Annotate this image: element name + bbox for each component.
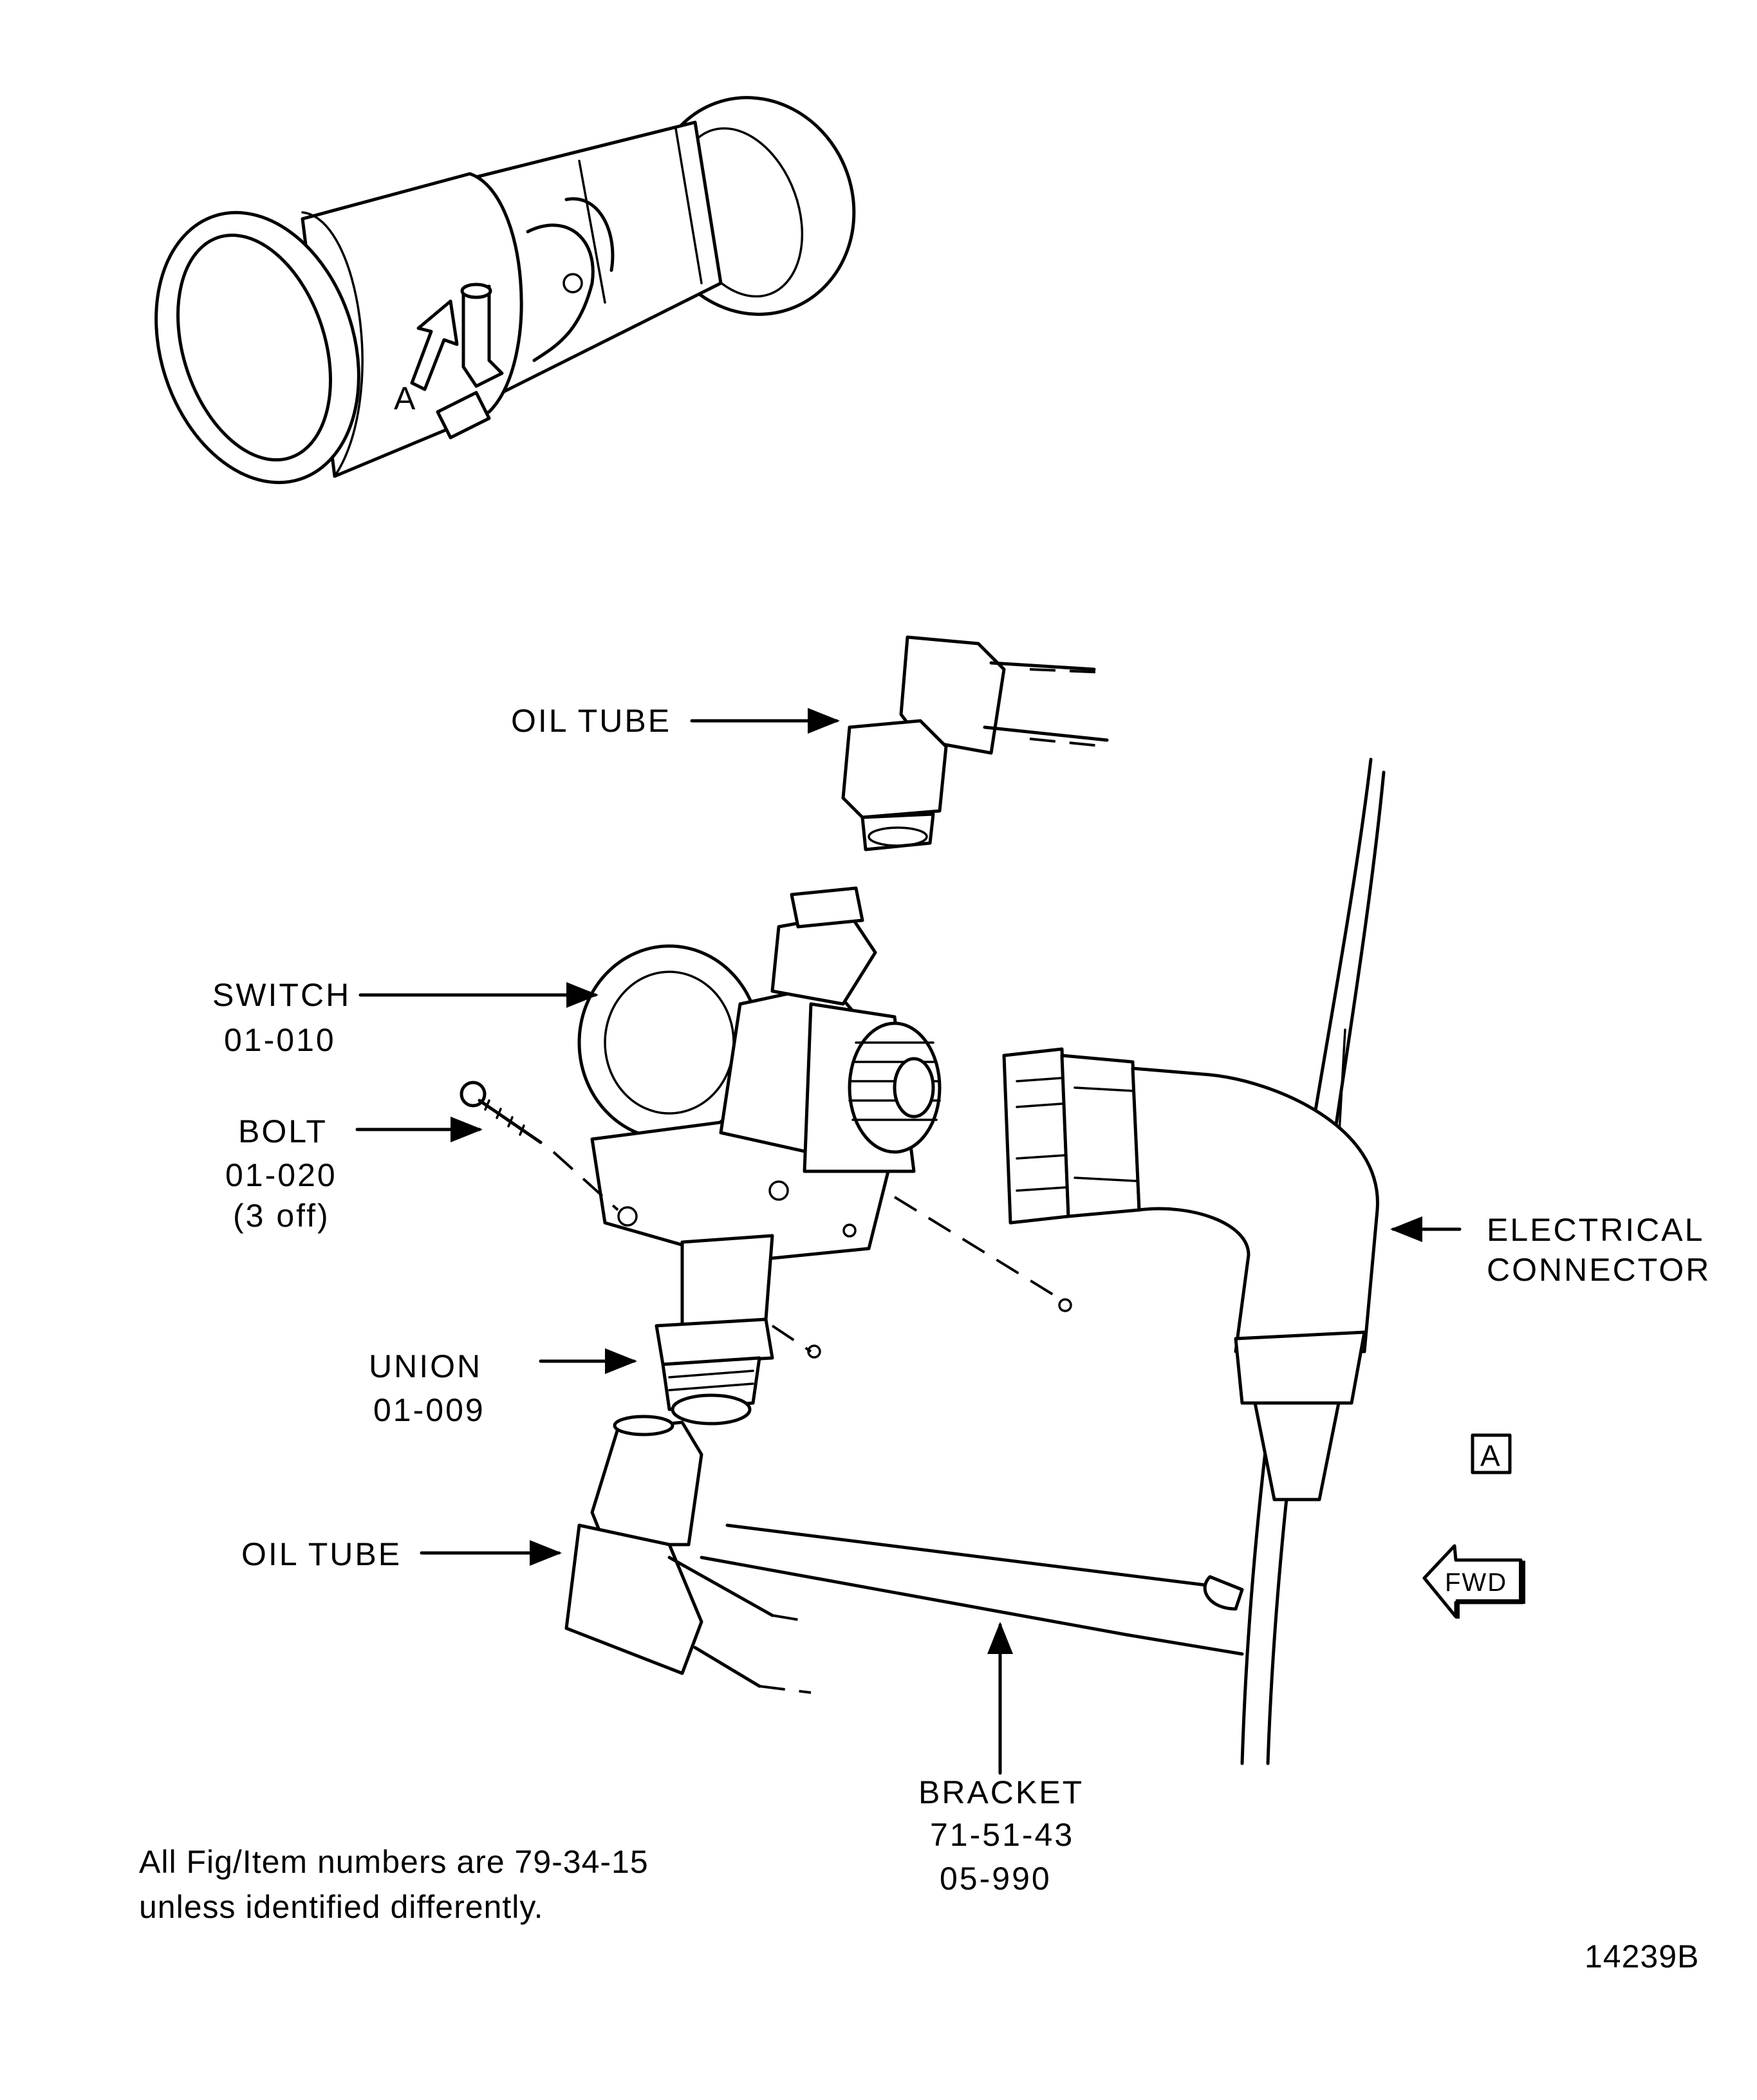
view-a-callout: A bbox=[1471, 1433, 1512, 1474]
view-a-marker: A bbox=[394, 380, 417, 416]
union-label: UNION bbox=[369, 1348, 482, 1384]
electrical-connector-label-line2: CONNECTOR bbox=[1487, 1252, 1711, 1288]
bolt-quantity: (3 off) bbox=[233, 1198, 330, 1234]
oil-tube-top-part bbox=[841, 635, 1109, 851]
note-line-1: All Fig/Item numbers are 79-34-15 bbox=[139, 1844, 649, 1880]
callout-arrows bbox=[355, 708, 1462, 1775]
union-part bbox=[655, 1317, 774, 1426]
oil-tube-top-label: OIL TUBE bbox=[511, 703, 671, 739]
bracket-item-number: 05-990 bbox=[940, 1861, 1052, 1897]
electrical-connector-part bbox=[1002, 1047, 1379, 1501]
fwd-arrow-icon: FWD bbox=[1422, 1544, 1525, 1619]
switch-label: SWITCH bbox=[212, 977, 351, 1013]
svg-text:FWD: FWD bbox=[1445, 1568, 1507, 1597]
svg-text:A: A bbox=[1480, 1439, 1500, 1473]
bolt-part bbox=[460, 1081, 1072, 1359]
switch-part bbox=[577, 886, 942, 1328]
electrical-connector-label-line1: ELECTRICAL bbox=[1487, 1212, 1704, 1248]
figure-number: 14239B bbox=[1585, 1938, 1699, 1975]
bracket-reference: 71-51-43 bbox=[930, 1817, 1074, 1853]
union-item-number: 01-009 bbox=[373, 1392, 485, 1428]
switch-item-number: 01-010 bbox=[224, 1022, 336, 1058]
bracket-label: BRACKET bbox=[918, 1774, 1084, 1810]
note-line-2: unless identified differently. bbox=[139, 1889, 544, 1925]
view-a-arrow-icon bbox=[410, 299, 459, 391]
oil-tube-bottom-label: OIL TUBE bbox=[241, 1536, 402, 1572]
engine-overview-illustration: A bbox=[154, 96, 856, 485]
oil-tube-bottom-part bbox=[564, 1415, 812, 1694]
bolt-label: BOLT bbox=[238, 1113, 328, 1149]
bolt-item-number: 01-020 bbox=[225, 1157, 337, 1193]
